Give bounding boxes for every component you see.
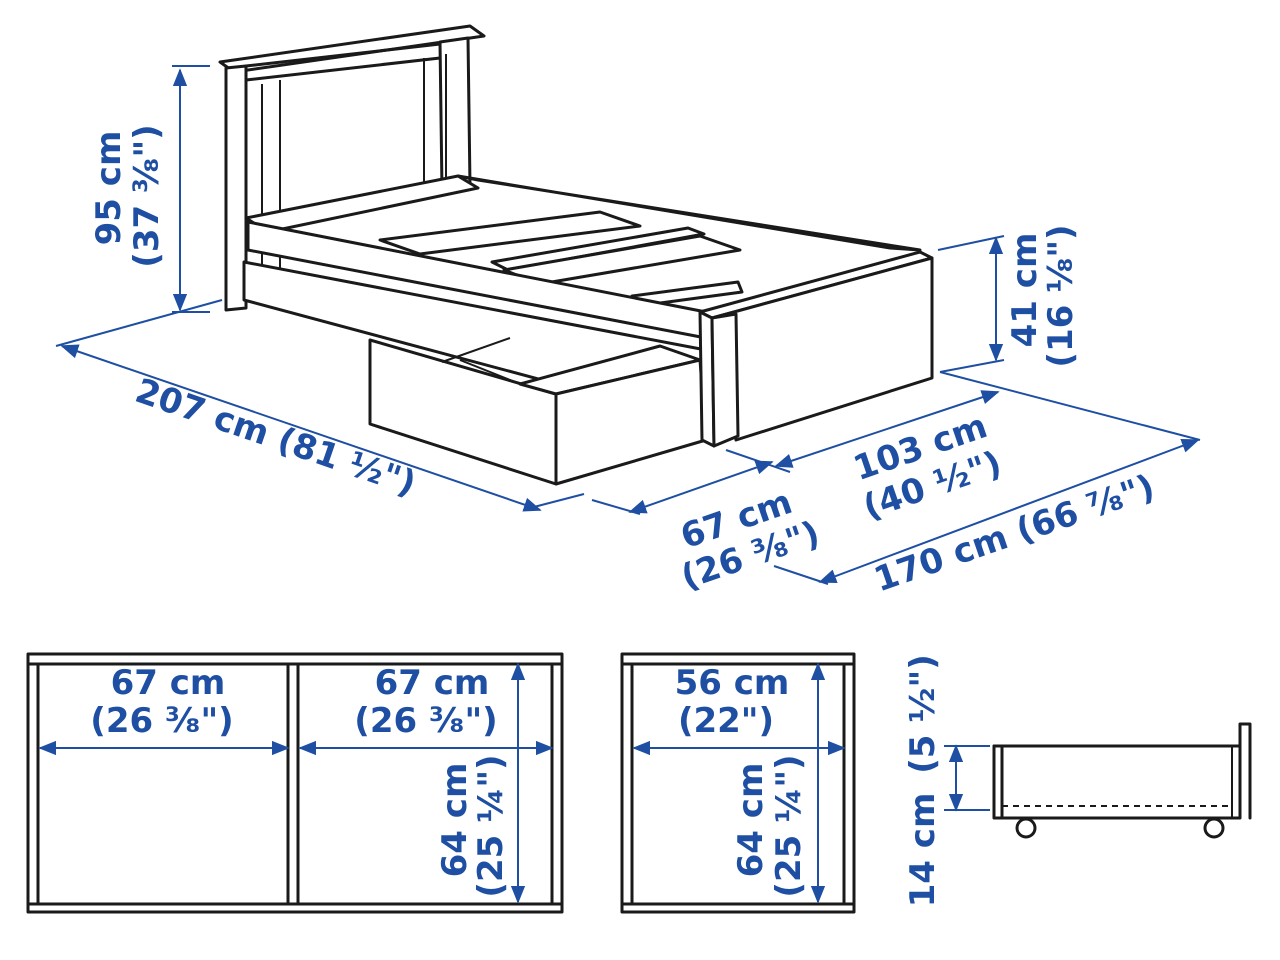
bed-height-in-label: (37 ³⁄₈") <box>127 124 167 267</box>
wheel-icon <box>1203 817 1225 839</box>
drawer-height-cm: 14 cm <box>903 793 943 908</box>
drawer-c-depth-cm: 64 cm <box>731 763 771 878</box>
drawer-b-width-in: (26 ³⁄₈") <box>354 701 497 741</box>
side-height-cm-label: 41 cm <box>1005 233 1045 348</box>
drawer-b-width-cm: 67 cm <box>375 663 490 703</box>
wheel-icon <box>1015 817 1037 839</box>
drawer-side-view: 14 cm (5 ½") <box>903 654 1252 908</box>
drawer-height-in: (5 ½") <box>903 654 943 773</box>
single-drawer-plan: 56 cm (22") 64 cm (25 ¼") <box>620 652 856 914</box>
drawer-c-width-in: (22") <box>678 701 774 741</box>
drawer-c-width-cm: 56 cm <box>675 663 790 703</box>
drawer-b-depth-in: (25 ¼") <box>471 754 511 897</box>
double-drawer-plan: 67 cm (26 ³⁄₈") 67 cm (26 ³⁄₈") 64 cm (2… <box>26 652 564 914</box>
drawer-b-depth-cm: 64 cm <box>435 763 475 878</box>
headboard <box>218 24 486 312</box>
back-rail <box>456 174 922 252</box>
bed-height-cm-label: 95 cm <box>89 131 129 246</box>
bed-dimension-lines <box>55 65 1201 585</box>
drawer-a-width-cm: 67 cm <box>111 663 226 703</box>
side-height-in-label: (16 ⅛") <box>1041 224 1081 367</box>
drawer-c-depth-in: (25 ¼") <box>769 754 809 897</box>
bed-illustration <box>218 24 934 486</box>
drawer-a-width-in: (26 ³⁄₈") <box>90 701 233 741</box>
bed-slats <box>378 210 744 308</box>
